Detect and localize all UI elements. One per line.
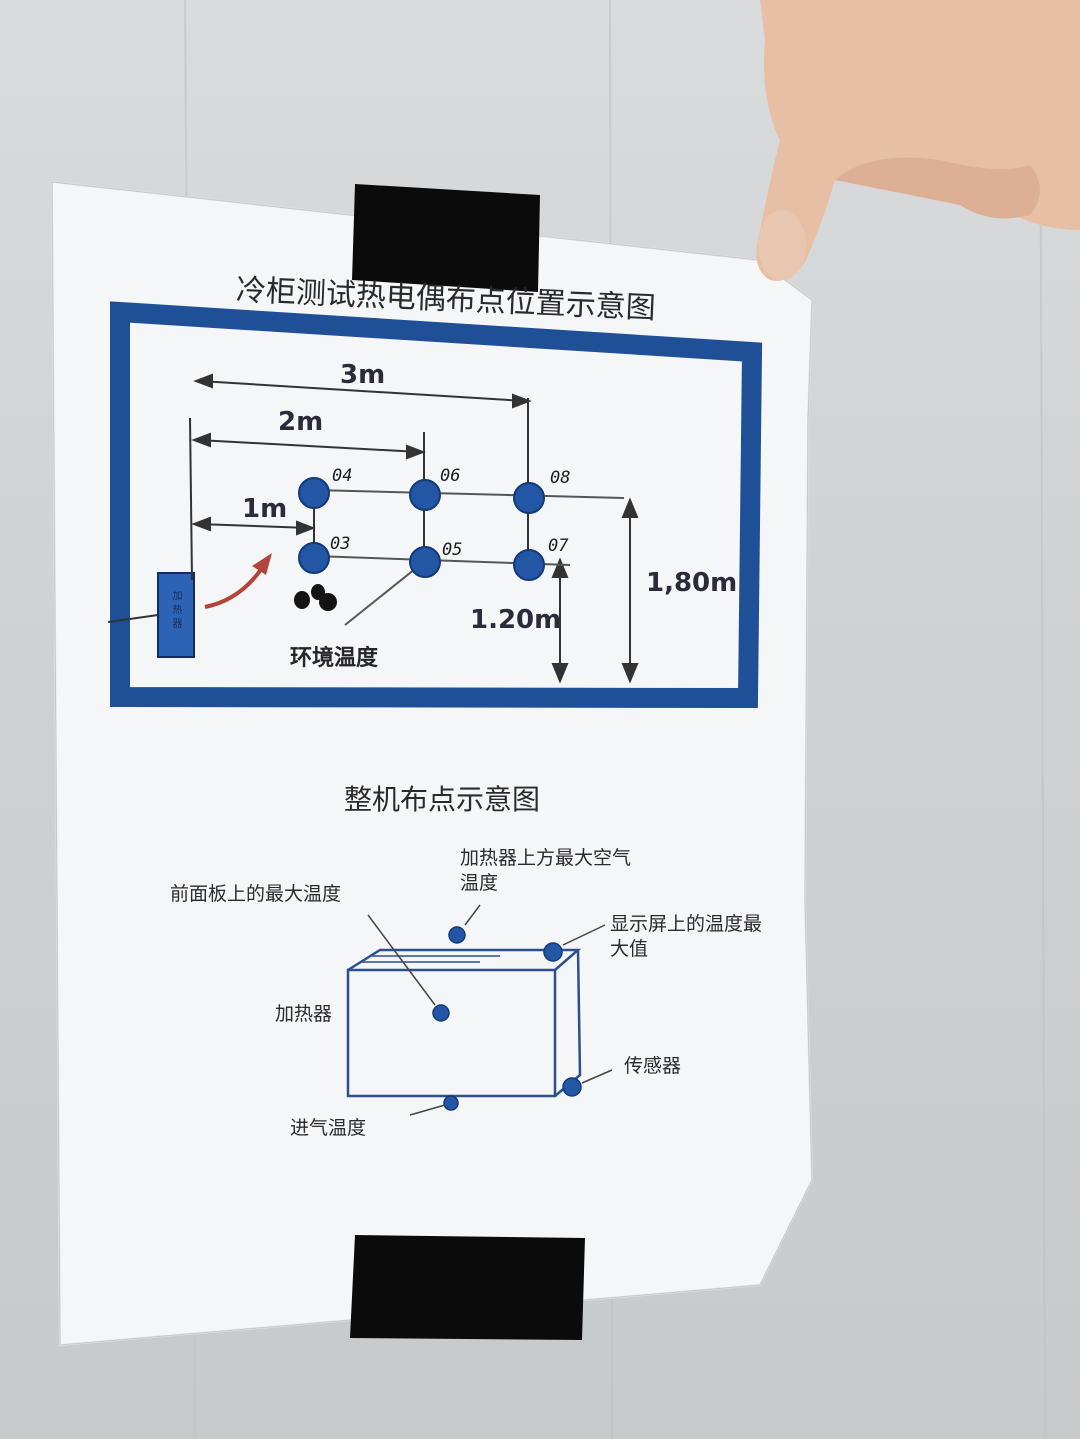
point-label-07: 07 xyxy=(548,536,569,556)
dimension-1-80m: 1,80m xyxy=(646,568,738,598)
point-04 xyxy=(298,477,330,509)
point-label-05: 05 xyxy=(442,540,463,560)
hand xyxy=(756,0,1080,281)
unit-points xyxy=(432,926,582,1111)
bottom-diagram-title: 整机布点示意图 xyxy=(344,783,541,816)
point-label-04: 04 xyxy=(332,466,353,486)
label-display-max: 显示屏上的温度最大值 xyxy=(610,913,763,960)
dimension-arrows xyxy=(191,373,639,684)
tape-bottom xyxy=(350,1235,585,1340)
label-heater-top-air: 加热器上方最大空气温度 xyxy=(460,847,632,894)
point-08 xyxy=(513,482,545,514)
heater-box-label: 加热器 xyxy=(170,590,181,632)
dimension-1-20m: 1.20m xyxy=(470,605,562,635)
dimension-3m: 3m xyxy=(340,360,386,390)
point-label-03: 03 xyxy=(330,534,351,554)
point-label-06: 06 xyxy=(440,466,461,486)
point-06 xyxy=(409,479,441,511)
tape-top xyxy=(352,184,540,292)
unit-leader-lines xyxy=(367,904,613,1116)
point-05 xyxy=(409,546,441,578)
dimension-1m: 1m xyxy=(242,494,288,524)
thermocouple-points xyxy=(298,477,545,581)
point-07 xyxy=(513,549,545,581)
point-label-08: 08 xyxy=(550,468,571,488)
airflow-arrow xyxy=(204,566,264,609)
dimension-2m: 2m xyxy=(278,407,324,437)
label-sensor: 传感器 xyxy=(624,1055,682,1077)
label-heater: 加热器 xyxy=(275,1003,333,1025)
point-03 xyxy=(298,542,330,574)
top-diagram-frame xyxy=(110,301,763,709)
ambient-temp-label: 环境温度 xyxy=(290,646,379,671)
label-inlet-temp: 进气温度 xyxy=(290,1117,367,1139)
label-front-panel-max: 前面板上的最大温度 xyxy=(170,883,342,905)
ambient-marker xyxy=(294,584,337,611)
